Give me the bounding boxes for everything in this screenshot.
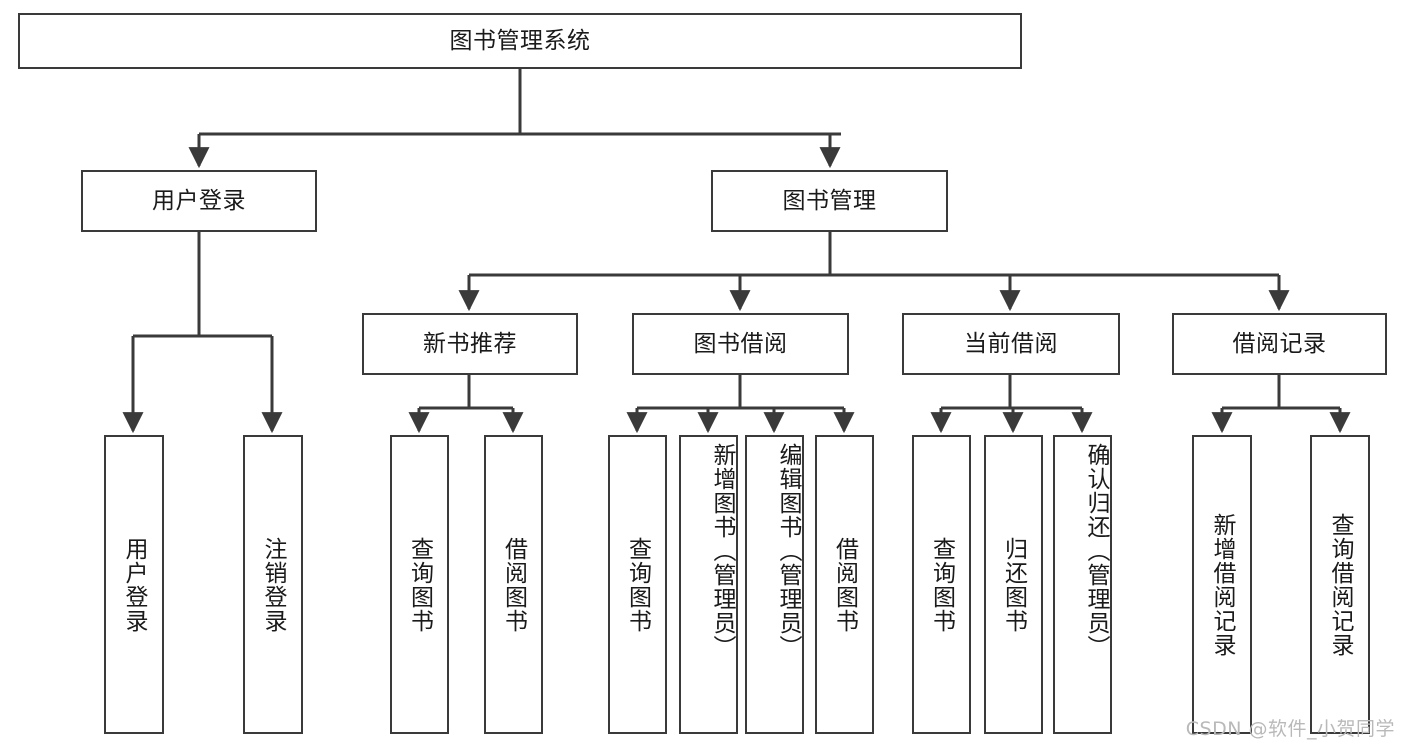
node-leaf-query-borrow-record[interactable]: 查询借阅记录 [1310, 435, 1370, 734]
node-leaf-user-logout[interactable]: 注销登录 [243, 435, 303, 734]
node-book-management[interactable]: 图书管理 [711, 170, 948, 232]
node-leaf-confirm-return-admin[interactable]: 确认归还（管理员） [1053, 435, 1112, 734]
node-leaf-add-book-admin[interactable]: 新增图书（管理员） [679, 435, 738, 734]
node-leaf-edit-book-admin[interactable]: 编辑图书（管理员） [745, 435, 804, 734]
node-leaf-user-login[interactable]: 用户登录 [104, 435, 164, 734]
node-leaf-borrow-book[interactable]: 借阅图书 [815, 435, 874, 734]
node-leaf-current-query-book[interactable]: 查询图书 [912, 435, 971, 734]
node-leaf-new-borrow-book[interactable]: 借阅图书 [484, 435, 543, 734]
node-user-login[interactable]: 用户登录 [81, 170, 317, 232]
node-book-borrow[interactable]: 图书借阅 [632, 313, 849, 375]
node-root-system[interactable]: 图书管理系统 [18, 13, 1022, 69]
node-new-book-recommend[interactable]: 新书推荐 [362, 313, 578, 375]
node-borrow-record[interactable]: 借阅记录 [1172, 313, 1387, 375]
node-leaf-new-query-book[interactable]: 查询图书 [390, 435, 449, 734]
node-current-borrow[interactable]: 当前借阅 [902, 313, 1120, 375]
node-leaf-borrow-query-book[interactable]: 查询图书 [608, 435, 667, 734]
node-leaf-add-borrow-record[interactable]: 新增借阅记录 [1192, 435, 1252, 734]
node-leaf-return-book[interactable]: 归还图书 [984, 435, 1043, 734]
